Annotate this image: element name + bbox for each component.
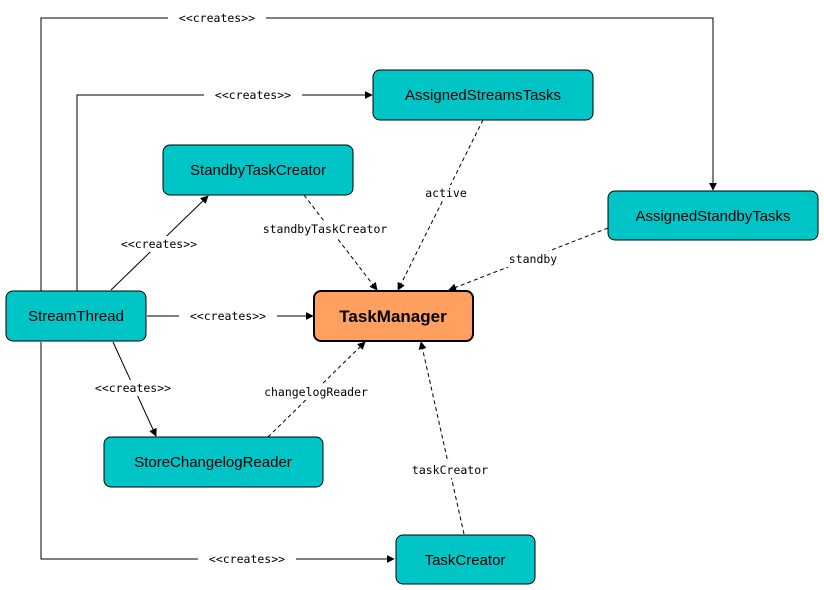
edge-creates-assigned-standby — [40, 17, 717, 291]
label-creates-changelog-reader: <<creates>> — [86, 380, 180, 396]
node-label: AssignedStandbyTasks — [635, 208, 790, 225]
node-task-creator[interactable]: TaskCreator — [395, 534, 536, 585]
node-label: TaskManager — [339, 307, 447, 326]
edge-label-text: <<creates>> — [179, 11, 255, 25]
edge-changelog-reader — [267, 341, 366, 438]
node-stream-thread[interactable]: StreamThread — [5, 290, 147, 342]
node-label: StoreChangelogReader — [134, 454, 292, 471]
node-label: StreamThread — [28, 308, 124, 325]
node-label: StandbyTaskCreator — [190, 162, 326, 179]
label-creates-task-creator: <<creates>> — [198, 551, 296, 567]
label-task-creator: taskCreator — [404, 462, 496, 478]
node-store-changelog-reader[interactable]: StoreChangelogReader — [103, 436, 324, 488]
node-standby-task-creator[interactable]: StandbyTaskCreator — [162, 144, 354, 196]
node-label: TaskCreator — [425, 552, 506, 569]
edge-label-text: <<creates>> — [215, 88, 291, 102]
node-task-manager[interactable]: TaskManager — [313, 290, 474, 342]
edge-label-text: <<creates>> — [190, 309, 266, 323]
label-active: active — [420, 185, 472, 201]
label-creates-task-manager: <<creates>> — [179, 308, 277, 324]
label-changelog-reader: changelogReader — [254, 384, 378, 400]
edge-label-text: standbyTaskCreator — [263, 222, 388, 236]
edge-label-text: <<creates>> — [95, 381, 171, 395]
label-creates-assigned-standby: <<creates>> — [168, 10, 266, 26]
edge-label-text: active — [425, 186, 467, 200]
edge-label-text: standby — [509, 252, 558, 266]
edge-active — [397, 119, 484, 291]
label-creates-assigned-streams: <<creates>> — [204, 87, 302, 103]
node-label: AssignedStreamsTasks — [405, 87, 561, 104]
label-standby: standby — [503, 251, 563, 267]
edge-label-text: <<creates>> — [121, 237, 197, 251]
node-assigned-standby-tasks[interactable]: AssignedStandbyTasks — [607, 190, 819, 241]
node-assigned-streams-tasks[interactable]: AssignedStreamsTasks — [372, 69, 594, 121]
edge-label-text: changelogReader — [264, 385, 368, 399]
edge-task-creator — [418, 341, 465, 535]
edge-label-text: <<creates>> — [209, 552, 285, 566]
label-creates-standby-creator: <<creates>> — [112, 236, 206, 252]
edge-standby-task-creator — [303, 194, 378, 291]
label-standby-task-creator: standbyTaskCreator — [252, 221, 398, 237]
edge-label-text: taskCreator — [412, 463, 488, 477]
